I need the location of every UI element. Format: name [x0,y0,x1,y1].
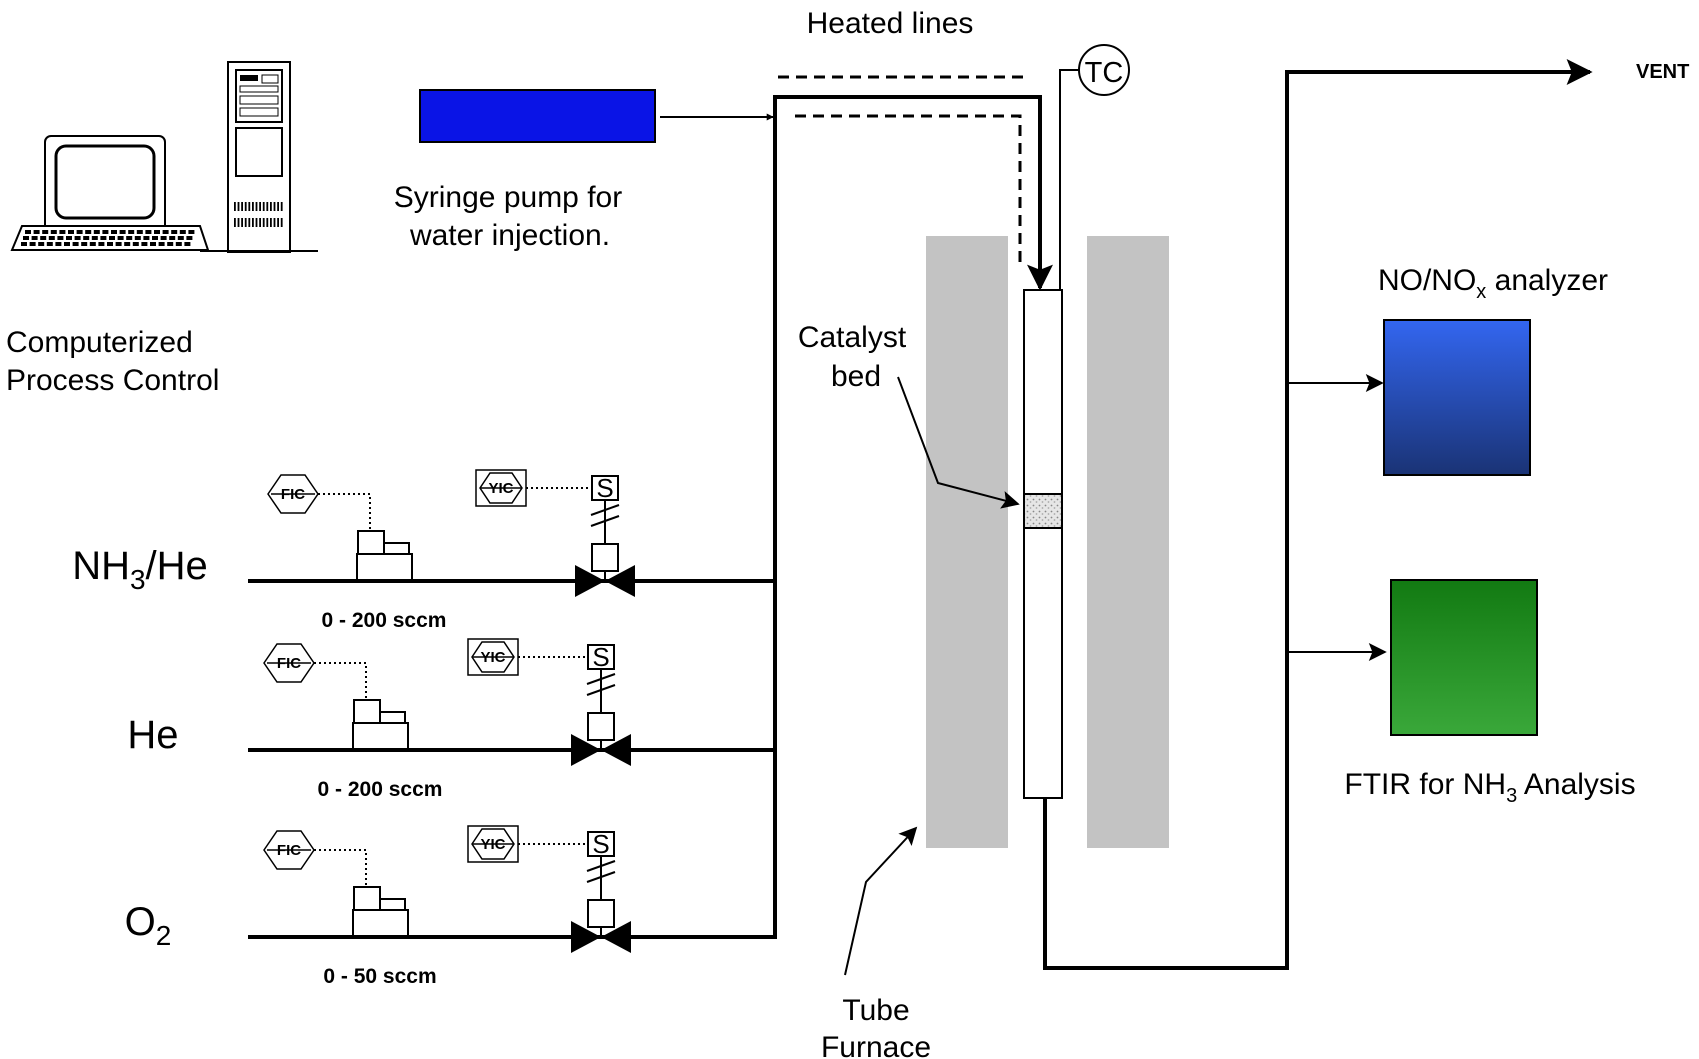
signal-hash-mark [586,684,616,696]
furnace-pointer-arrow [844,826,918,976]
syringe-pump [419,89,656,143]
mfc-side-icon [383,542,410,555]
gas-suffix: /He [146,544,208,588]
gas-label: O2 [125,900,172,951]
fic-signal-line [318,493,371,531]
signal-hash-mark [586,860,616,872]
yic-hexagon-icon [471,641,515,673]
heated-lines-label: Heated lines [807,7,974,40]
reactor-tube [1023,289,1063,799]
solenoid-box-icon [587,831,615,857]
gas-line-0: NH3/He 0 - 200 sccm FIC S YIC [72,469,777,632]
catalyst-pointer-arrow [897,376,1020,509]
mfc-top-icon [353,699,381,724]
computer-label-line2: Process Control [6,364,219,397]
signal-hash-mark [590,515,620,527]
solenoid-label: S [592,642,609,672]
valve-right-icon [601,734,631,766]
computer-icon [10,61,318,253]
thermocouple-label: TC [1085,57,1124,89]
mass-flow-controller-icon [352,722,409,750]
feed-manifold [773,95,1053,935]
ftir-box [1390,579,1538,736]
mass-flow-controller-icon [356,553,413,581]
catalyst-label-line2: bed [831,360,881,393]
mfc-side-icon [379,898,406,911]
yic-hexagon-icon [479,472,523,504]
catalyst-bed [1023,493,1063,529]
heated-line-inner [795,114,1022,265]
fic-signal-line [314,849,367,887]
furnace-label-line1: Tube [842,994,909,1027]
gas-label: He [127,713,178,757]
gas-subscript: 2 [156,920,172,951]
furnace-label-line2: Furnace [821,1031,931,1059]
thermocouple-icon [1078,44,1130,96]
syringe-label-line2: water injection. [409,219,610,252]
nox-analyzer-box [1383,319,1531,476]
mfc-side-icon [379,711,406,724]
gas-label: NH3/He [72,544,208,595]
yic-label: YIC [488,480,513,497]
vent-label: VENT [1636,61,1689,83]
valve-left-icon [571,921,601,953]
flow-range-label: 0 - 200 sccm [322,609,447,632]
mass-flow-controller-icon [352,909,409,937]
gas-line-1: He 0 - 200 sccm FIC S YIC [127,638,777,801]
valve-left-icon [575,565,605,597]
yic-label: YIC [480,836,505,853]
signal-hash-mark [590,504,620,516]
mfc-top-icon [357,530,385,555]
yic-hexagon-icon [471,828,515,860]
computer-label-line1: Computerized [6,326,193,359]
valve-actuator-icon [587,712,615,741]
gas-name: NH [72,544,130,588]
gas-name: He [127,713,178,757]
valve-left-icon [571,734,601,766]
signal-hash-mark [586,871,616,883]
gas-subscript: 3 [130,564,146,595]
gas-name: O [125,900,156,944]
nox-analyzer-label: NO/NOx analyzer [1378,264,1608,303]
valve-right-icon [605,565,635,597]
fic-label: FIC [277,655,301,672]
solenoid-label: S [592,829,609,859]
valve-actuator-icon [591,543,619,572]
solenoid-label: S [596,473,613,503]
furnace-right-block [1087,236,1169,848]
fic-signal-line [314,662,367,700]
solenoid-box-icon [587,644,615,670]
reactor-outlet-line [1043,59,1593,970]
fic-label: FIC [281,486,305,503]
furnace-left-block [926,236,1008,848]
solenoid-box-icon [591,475,619,501]
signal-hash-mark [586,673,616,685]
ftir-label: FTIR for NH3 Analysis [1344,768,1635,807]
mfc-top-icon [353,886,381,911]
flow-range-label: 0 - 50 sccm [323,965,436,988]
syringe-label-line1: Syringe pump for [394,181,622,214]
fic-label: FIC [277,842,301,859]
gas-line-2: O2 0 - 50 sccm FIC S YIC [125,825,777,988]
flow-range-label: 0 - 200 sccm [318,778,443,801]
valve-right-icon [601,921,631,953]
yic-label: YIC [480,649,505,666]
valve-actuator-icon [587,899,615,928]
catalyst-label-line1: Catalyst [798,321,907,354]
